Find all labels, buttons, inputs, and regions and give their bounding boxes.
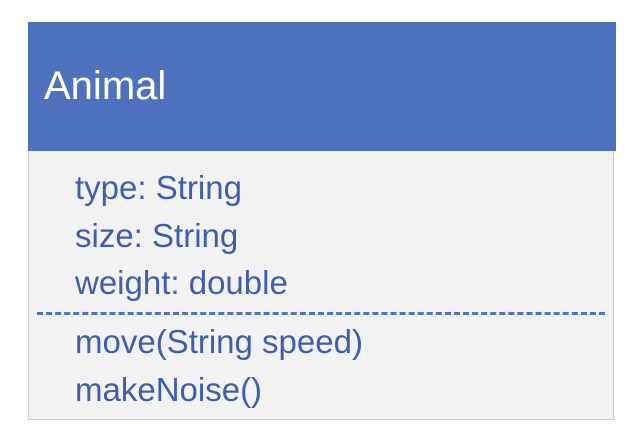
class-name: Animal	[44, 64, 167, 108]
methods-section: move(String speed) makeNoise()	[75, 318, 603, 413]
attribute-weight: weight: double	[75, 264, 288, 301]
method-make-noise: makeNoise()	[75, 370, 263, 408]
method-move: move(String speed)	[75, 323, 363, 360]
attributes-section: type: String size: String weight: double	[75, 164, 603, 307]
uml-class-box: Animal type: String size: String weight:…	[28, 22, 616, 420]
class-header: Animal	[28, 22, 616, 151]
attribute-type: type: String	[75, 169, 242, 206]
section-divider	[37, 312, 605, 315]
attribute-size: size: String	[75, 216, 239, 254]
